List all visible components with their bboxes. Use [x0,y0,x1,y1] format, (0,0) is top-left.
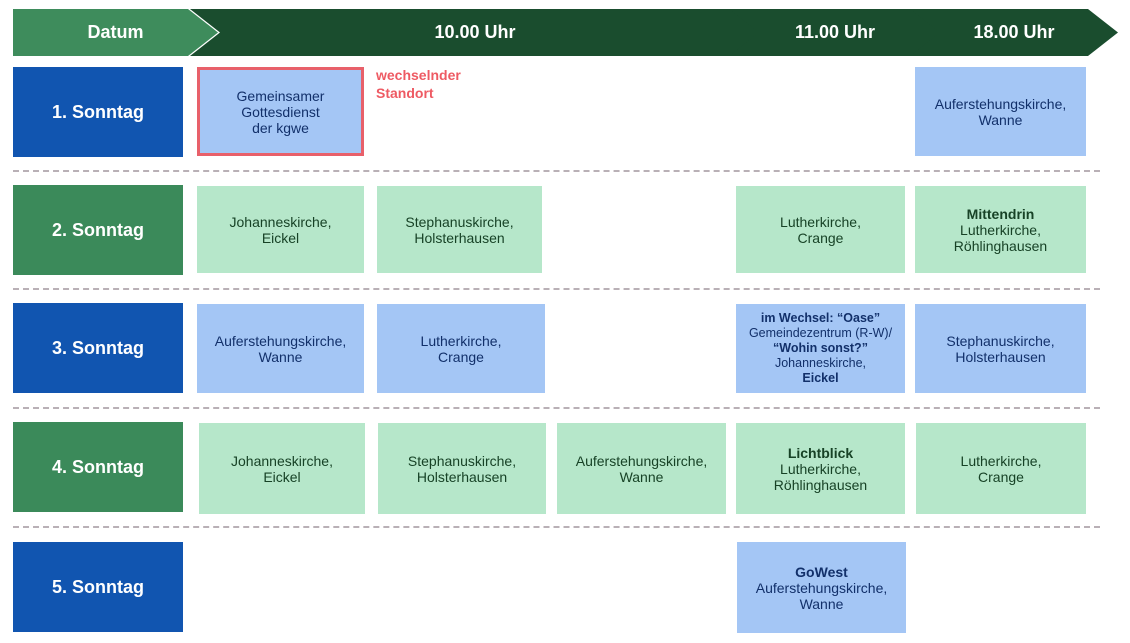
cell-line: Gemeindezentrum (R-W)/ [748,326,893,340]
cell-line: Auferstehungskirche, [575,452,708,469]
day-2-label: 2. Sonntag [51,219,144,240]
row-separator [13,526,1100,528]
cell-sunday4-1800: Lutherkirche, Crange [916,423,1086,514]
header-1800: 18.00 Uhr [910,9,1118,56]
day-4-label: 4. Sonntag [51,456,144,477]
cell-line: Holsterhausen [416,468,508,485]
cell-line: Lutherkirche, [960,452,1042,469]
cell-title: Mittendrin [966,205,1035,222]
cell-line: Johanneskirche, [231,452,333,469]
header-datum-label: Datum [87,22,144,42]
day-2: 2. Sonntag [13,185,183,275]
row-separator [13,170,1100,172]
cell-line: Holsterhausen [955,348,1046,365]
cell-line: Eickel [802,371,839,385]
cell-line: “Wohin sonst?” [773,341,868,355]
cell-line: Wanne [258,348,303,365]
cell-sunday2-1800: Mittendrin Lutherkirche, Röhlinghausen [915,186,1086,273]
cell-sunday4-1100: Lichtblick Lutherkirche, Röhlinghausen [736,423,905,514]
cell-line: Wanne [619,468,664,485]
cell-sunday4-1000-a: Johanneskirche, Eickel [199,423,365,514]
note-line: Standort [376,85,434,101]
cell-line: Crange [978,468,1024,485]
header-datum: Datum [13,9,218,56]
cell-sunday4-1000-c: Auferstehungskirche, Wanne [557,423,726,514]
day-1-label: 1. Sonntag [51,101,144,122]
cell-sunday3-1100: im Wechsel: “Oase” Gemeindezentrum (R-W)… [736,304,905,393]
header-1100: 11.00 Uhr [729,9,941,56]
day-3-label: 3. Sonntag [51,337,144,358]
header-1100-label: 11.00 Uhr [794,22,876,42]
day-5: 5. Sonntag [13,542,183,632]
cell-line: Lutherkirche, [780,213,861,230]
cell-line: Röhlinghausen [773,476,868,493]
day-5-label: 5. Sonntag [51,576,144,597]
cell-line: Auferstehungskirche, [214,332,347,349]
cell-line: Stephanuskirche, [946,332,1055,349]
cell-line: Lutherkirche, [960,221,1041,238]
cell-sunday3-1000-b: Lutherkirche, Crange [377,304,545,393]
cell-sunday2-1100: Lutherkirche, Crange [736,186,905,273]
cell-line: Lutherkirche, [420,332,502,349]
cell-line: Stephanuskirche, [405,213,514,230]
cell-title: Lichtblick [787,444,854,461]
cell-sunday3-1000-a: Auferstehungskirche, Wanne [197,304,364,393]
header-1000: 10.00 Uhr [190,9,760,56]
cell-line: Gottesdienst [241,103,320,120]
cell-line: im Wechsel: “Oase” [760,311,881,325]
day-3: 3. Sonntag [13,303,183,393]
changing-location-note: wechselnder Standort [376,66,486,102]
cell-sunday1-1800: Auferstehungskirche, Wanne [915,67,1086,156]
cell-line: Crange [438,348,484,365]
day-4: 4. Sonntag [13,422,183,512]
cell-sunday2-1000-b: Stephanuskirche, Holsterhausen [377,186,542,273]
cell-line: Wanne [978,111,1023,128]
cell-sunday2-1000-a: Johanneskirche, Eickel [197,186,364,273]
cell-line: Stephanuskirche, [407,452,517,469]
note-line: wechselnder [376,67,461,83]
cell-line: Eickel [261,229,300,246]
cell-sunday5-1100: GoWest Auferstehungskirche, Wanne [737,542,906,633]
row-separator [13,407,1100,409]
cell-line: Auferstehungskirche, [755,579,888,596]
cell-sunday3-1800: Stephanuskirche, Holsterhausen [915,304,1086,393]
cell-line: Crange [797,229,844,246]
cell-line: Lutherkirche, [780,460,861,477]
cell-line: Wanne [799,595,844,612]
header-1800-label: 18.00 Uhr [973,22,1055,42]
cell-line: Eickel [263,468,301,485]
cell-title: GoWest [795,563,848,580]
cell-line: Holsterhausen [414,229,505,246]
cell-sunday4-1000-b: Stephanuskirche, Holsterhausen [378,423,546,514]
cell-line: Gemeinsamer [236,87,325,104]
day-1: 1. Sonntag [13,67,183,157]
cell-sunday1-1000: Gemeinsamer Gottesdienst der kgwe [197,67,364,156]
cell-line: der kgwe [252,119,309,136]
cell-line: Johanneskirche, [774,356,867,370]
row-separator [13,288,1100,290]
cell-line: Auferstehungskirche, [934,95,1067,112]
cell-line: Röhlinghausen [953,237,1048,254]
cell-line: Johanneskirche, [229,213,332,230]
header-1000-label: 10.00 Uhr [434,22,516,42]
